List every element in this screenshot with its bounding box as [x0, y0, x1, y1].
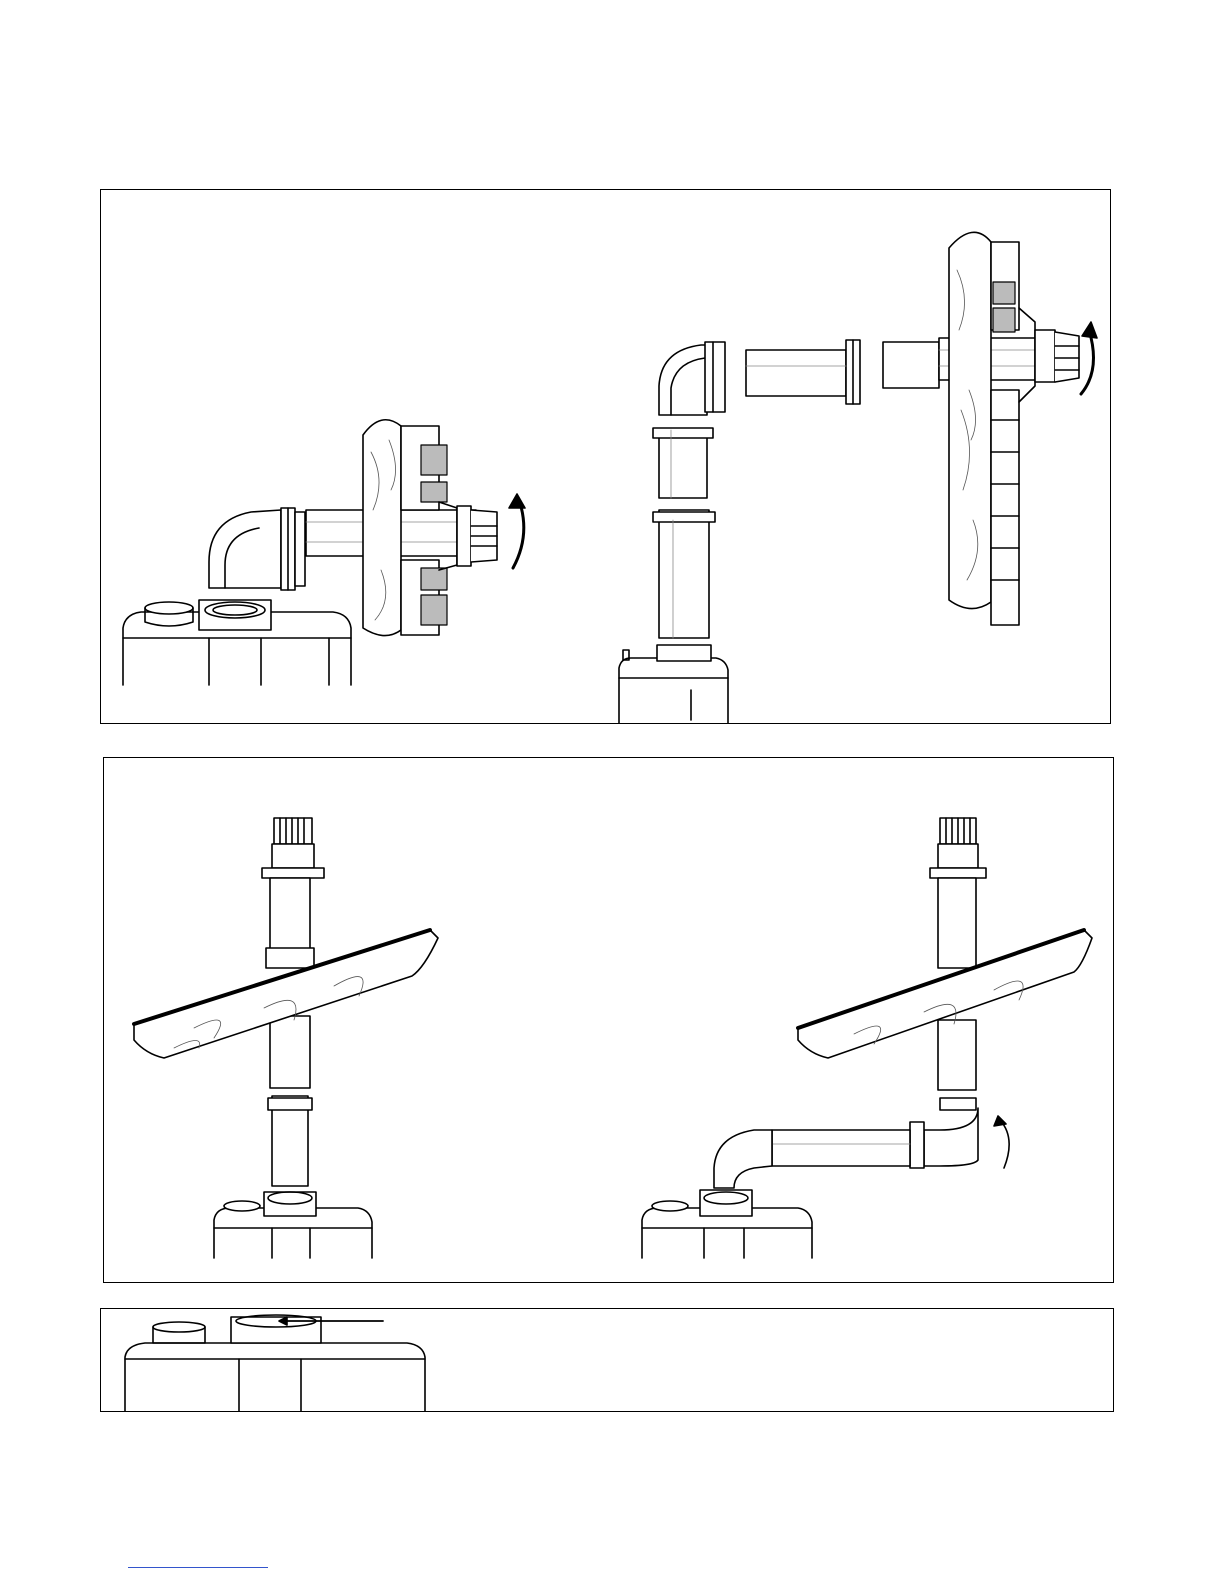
arrowhead-icon	[509, 494, 525, 508]
horizontal-vent-figure	[100, 189, 1111, 724]
right-elbow	[659, 342, 725, 415]
right-vertical-termination-cap	[930, 818, 986, 878]
rotation-arrow-icon-3	[1000, 1120, 1009, 1168]
right-offset-elbows	[714, 1098, 978, 1188]
left-vertical-termination-cap	[262, 818, 324, 878]
right-heater-unit-2	[642, 1190, 812, 1258]
footer-link[interactable]	[128, 1554, 268, 1568]
left-heater-unit-2	[214, 1192, 372, 1258]
heater-top-unit	[125, 1315, 425, 1412]
right-extension-pipe	[746, 340, 860, 404]
arrowhead-icon-2	[1082, 322, 1097, 338]
left-heater-unit	[123, 600, 351, 685]
right-wall-section	[949, 232, 1079, 625]
vent-collar-figure	[100, 1308, 1114, 1412]
right-heater-unit	[619, 645, 728, 724]
rotation-arrow-icon-2	[1081, 330, 1094, 394]
rotation-arrow-icon	[513, 500, 524, 568]
arrowhead-icon-3	[994, 1116, 1006, 1126]
left-elbow	[209, 508, 305, 590]
right-vertical-pipes	[653, 428, 715, 638]
vertical-vent-figure	[103, 757, 1114, 1283]
left-vertical-pipes	[266, 878, 314, 1186]
